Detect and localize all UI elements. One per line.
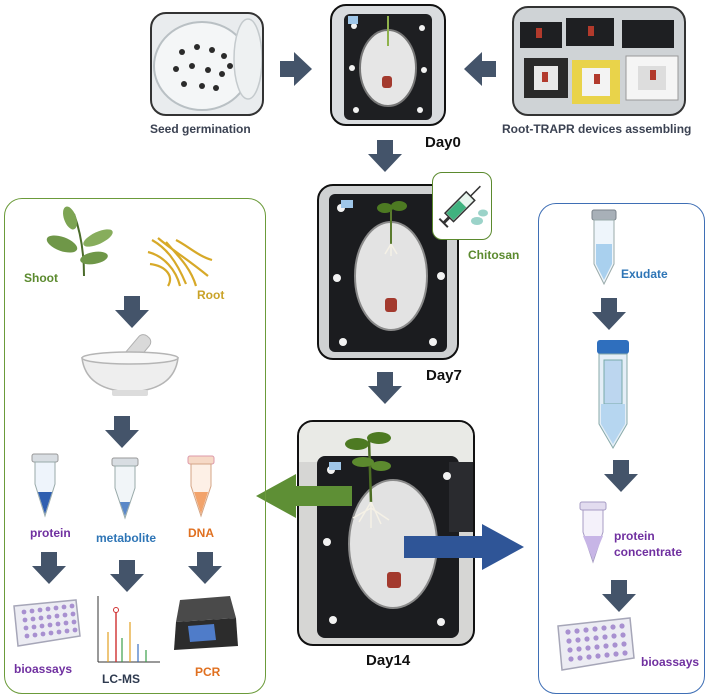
arrow-down-right-2 (604, 460, 638, 492)
concentrator-tube-icon (597, 340, 629, 449)
arrow-down-day7 (368, 372, 402, 404)
arrow-blue-right (404, 524, 524, 570)
devices-assembling-photo (512, 6, 686, 116)
protein-tube-icon (31, 453, 59, 518)
chitosan-syringe-box (432, 172, 492, 240)
arrow-right-1 (280, 52, 312, 86)
well-plate-right-icon (557, 617, 635, 671)
day0-photo (330, 4, 446, 126)
well-plate-icon (13, 599, 81, 647)
day0-label: Day0 (425, 134, 461, 151)
chitosan-label: Chitosan (468, 248, 520, 262)
metabolite-label: metabolite (96, 531, 157, 545)
seed-germination-photo (150, 12, 264, 116)
seed-germination-label: Seed germination (150, 122, 251, 136)
lcms-spectrum-icon (97, 596, 160, 663)
arrow-left-1 (464, 52, 496, 86)
protein-label: protein (30, 526, 71, 540)
lcms-label: LC-MS (102, 672, 140, 686)
arrow-down-left-2 (105, 416, 139, 448)
arrow-down-day0 (368, 140, 402, 172)
arrow-down-right-1 (592, 298, 626, 330)
arrow-down-dna (188, 552, 222, 584)
device-assembling-label: Root-TRAPR devices assembling (502, 122, 692, 136)
dna-label: DNA (188, 526, 214, 540)
arrow-down-protein (32, 552, 66, 584)
pcr-label: PCR (195, 665, 221, 679)
bioassays-right-label: bioassays (641, 655, 700, 669)
metabolite-tube-icon (111, 457, 139, 520)
root-label: Root (197, 288, 225, 302)
root-icon (147, 237, 213, 287)
arrow-down-left-1 (115, 296, 149, 328)
device-day14-image (299, 422, 473, 638)
protein-concentrate-label-2: concentrate (614, 545, 683, 559)
day7-label: Day7 (426, 367, 462, 384)
pcr-machine-icon (174, 596, 238, 650)
protein-concentrate-tube-icon (579, 501, 607, 564)
protein-concentrate-label-1: protein (614, 529, 655, 543)
arrow-down-right-3 (602, 580, 636, 612)
bioassays-left-label: bioassays (14, 662, 73, 676)
day14-photo (297, 420, 475, 646)
exudate-tube-icon (591, 209, 617, 286)
shoot-icon (46, 206, 113, 277)
device-day7-image (329, 194, 447, 352)
shoot-label: Shoot (24, 271, 58, 285)
dna-tube-icon (187, 455, 215, 518)
arrow-green-left (256, 474, 352, 518)
device-day0-image (344, 14, 432, 120)
exudate-panel (538, 203, 705, 694)
devices-image (520, 18, 679, 104)
plant-tissue-panel (4, 198, 266, 694)
petri-dish-image (153, 18, 262, 111)
day14-label: Day14 (366, 652, 411, 669)
syringe-icon (438, 185, 488, 228)
mortar-pestle-icon (81, 334, 179, 396)
arrow-down-metabolite (110, 560, 144, 592)
exudate-label: Exudate (621, 267, 668, 281)
